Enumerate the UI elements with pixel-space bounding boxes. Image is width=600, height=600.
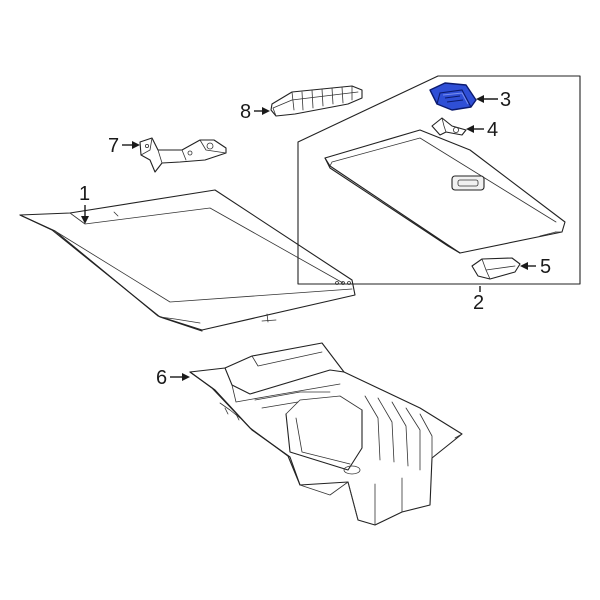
part-6-storage-tub[interactable] <box>189 342 463 526</box>
callout-3-label: 3 <box>500 89 511 111</box>
callout-7: 7 <box>108 135 140 157</box>
callout-5: 5 <box>520 256 551 278</box>
callout-6: 6 <box>156 367 190 389</box>
callout-1: 1 <box>79 183 90 224</box>
part-2-assembly-frame <box>297 75 581 285</box>
callout-6-label: 6 <box>156 367 167 389</box>
part-2-trunk-floor-lid[interactable] <box>324 129 566 254</box>
callout-2-label: 2 <box>473 292 484 314</box>
callout-4-label: 4 <box>487 119 498 141</box>
callout-4: 4 <box>466 119 498 141</box>
callout-5-label: 5 <box>540 256 551 278</box>
part-5-stop[interactable] <box>471 257 521 280</box>
callout-8-label: 8 <box>240 101 251 123</box>
callout-7-label: 7 <box>108 135 119 157</box>
callout-1-label: 1 <box>79 183 90 205</box>
part-4-clip[interactable] <box>431 117 467 136</box>
callout-8: 8 <box>240 101 270 123</box>
callout-3: 3 <box>476 89 511 111</box>
part-3-handle-highlighted[interactable] <box>429 82 477 111</box>
part-8-rail-clip[interactable] <box>270 85 363 117</box>
part-1-cargo-floor-panel[interactable] <box>19 189 356 332</box>
part-7-bracket[interactable] <box>139 137 227 173</box>
callout-2: 2 <box>473 286 484 314</box>
